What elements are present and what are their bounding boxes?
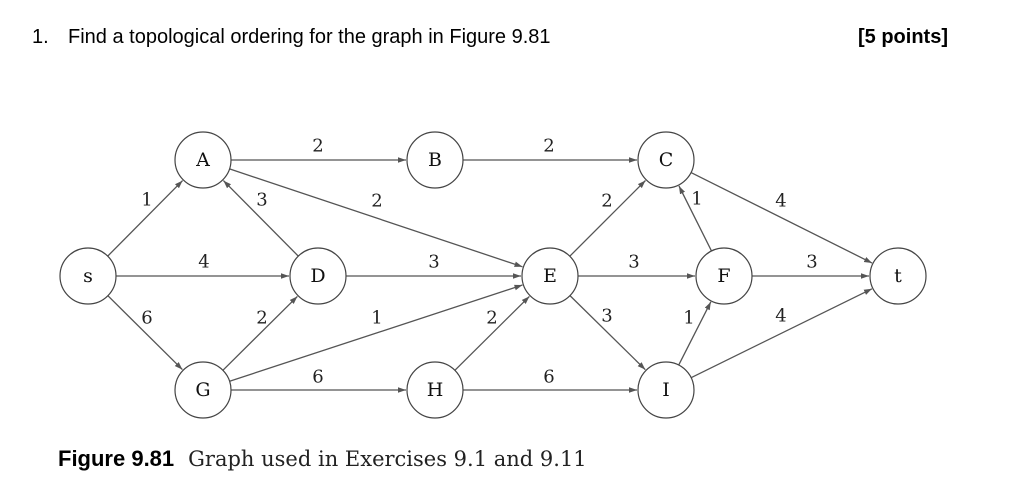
edge-line [107, 295, 183, 371]
edge-I-t [690, 288, 873, 379]
edge-line [569, 295, 646, 371]
edge-line [229, 168, 523, 268]
edge-weight-D-E: 3 [428, 252, 439, 273]
node-label: C [659, 149, 674, 171]
node-circle [289, 247, 347, 305]
node-circle [869, 247, 927, 305]
edge-line [678, 301, 712, 366]
edge-F-C [678, 185, 713, 252]
edge-line [678, 185, 713, 252]
edge-E-I [569, 295, 646, 371]
edge-weight-F-t: 3 [806, 252, 817, 273]
node-label: I [662, 379, 670, 401]
question-line: 1. Find a topological ordering for the gr… [32, 26, 551, 49]
node-label: t [894, 265, 902, 287]
question-number: 1. [32, 26, 49, 48]
node-I: I [637, 361, 695, 419]
edge-A-E [229, 168, 523, 268]
edge-weight-B-C: 2 [543, 136, 554, 157]
edge-s-A [107, 180, 184, 257]
node-circle [406, 361, 464, 419]
points-label: [5 points] [858, 26, 948, 48]
edge-weight-s-A: 1 [141, 190, 152, 211]
edge-line [690, 288, 873, 379]
figure-caption: Figure 9.81 Graph used in Exercises 9.1 a… [58, 446, 587, 472]
node-G: G [174, 361, 232, 419]
node-circle [637, 131, 695, 189]
edge-E-C [569, 180, 646, 257]
node-label: A [195, 149, 210, 171]
node-F: F [695, 247, 753, 305]
edge-weight-H-E: 2 [486, 308, 497, 329]
edge-line [690, 171, 873, 264]
edge-G-D [222, 295, 298, 371]
node-s: s [59, 247, 117, 305]
edge-weight-G-H: 6 [312, 367, 323, 388]
edge-weight-I-t: 4 [775, 306, 786, 327]
node-circle [59, 247, 117, 305]
node-C: C [637, 131, 695, 189]
node-label: s [83, 265, 93, 287]
edge-weight-s-D: 4 [198, 252, 209, 273]
edge-weight-A-E: 2 [371, 191, 382, 212]
edge-weight-D-A: 3 [256, 190, 267, 211]
edge-weight-G-E: 1 [371, 308, 382, 329]
node-circle [695, 247, 753, 305]
edge-weight-s-G: 6 [141, 308, 152, 329]
node-t: t [869, 247, 927, 305]
edge-weight-E-F: 3 [628, 252, 639, 273]
edge-weight-E-I: 3 [601, 306, 612, 327]
node-H: H [406, 361, 464, 419]
node-circle [174, 131, 232, 189]
edge-line [454, 295, 530, 371]
edge-H-E [454, 295, 530, 371]
edge-weight-H-I: 6 [543, 367, 554, 388]
figure-label: Figure 9.81 [58, 446, 175, 471]
node-circle [174, 361, 232, 419]
edge-weight-A-B: 2 [312, 136, 323, 157]
node-label: E [543, 265, 557, 287]
node-circle [637, 361, 695, 419]
edge-line [107, 180, 184, 257]
edge-line [229, 284, 523, 382]
edge-weight-F-C: 1 [691, 189, 702, 210]
node-label: H [427, 379, 444, 401]
node-label: D [310, 265, 325, 287]
node-A: A [174, 131, 232, 189]
node-label: B [428, 149, 442, 171]
edge-line [222, 180, 299, 257]
node-label: G [195, 379, 210, 401]
question-text: Find a topological ordering for the grap… [68, 26, 551, 48]
edge-weight-G-D: 2 [256, 308, 267, 329]
figure-caption-text: Graph used in Exercises 9.1 and 9.11 [188, 447, 587, 471]
edge-weight-I-F: 1 [683, 308, 694, 329]
edge-C-t [690, 171, 873, 264]
edge-weight-E-C: 2 [601, 191, 612, 212]
node-B: B [406, 131, 464, 189]
node-circle [406, 131, 464, 189]
edge-line [569, 180, 646, 257]
node-circle [521, 247, 579, 305]
edge-I-F [678, 301, 712, 366]
edge-weight-C-t: 4 [775, 191, 786, 212]
edge-G-E [229, 284, 523, 382]
node-label: F [717, 265, 730, 287]
edge-D-A [222, 180, 299, 257]
node-D: D [289, 247, 347, 305]
edge-s-G [107, 295, 183, 371]
node-E: E [521, 247, 579, 305]
edge-line [222, 295, 298, 371]
